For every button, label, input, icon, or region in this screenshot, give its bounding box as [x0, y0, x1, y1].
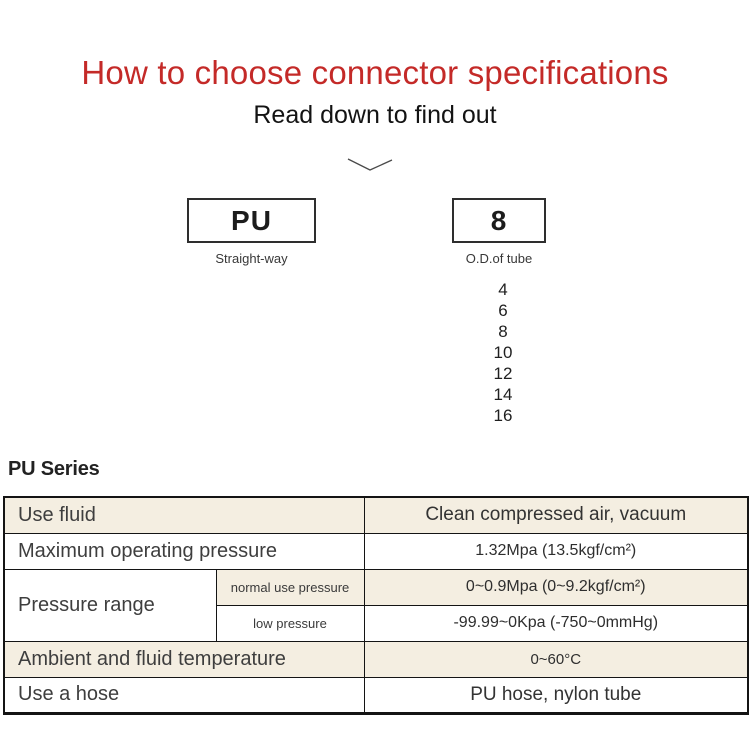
size-option: 4: [498, 280, 508, 299]
size-option: 16: [493, 406, 513, 425]
tube-size-box: 8: [452, 198, 546, 243]
tube-size-label: O.D.of tube: [465, 251, 533, 266]
table-row: Maximum operating pressure 1.32Mpa (13.5…: [3, 532, 749, 570]
size-option: 10: [493, 343, 513, 362]
spec-label-use-fluid: Use fluid: [3, 496, 365, 534]
spec-label-temperature: Ambient and fluid temperature: [3, 640, 365, 678]
table-row: Use a hose PU hose, nylon tube: [3, 676, 749, 714]
chevron-down-icon: [347, 158, 393, 171]
page-title: How to choose connector specifications: [81, 54, 669, 91]
spec-sublabel-normal-pressure: normal use pressure: [215, 568, 365, 606]
size-option: 8: [498, 322, 508, 341]
model-code-box: PU: [187, 198, 316, 243]
table-row: Ambient and fluid temperature 0~60°C: [3, 640, 749, 678]
table-row: Pressure range normal use pressure 0~0.9…: [3, 568, 749, 642]
tube-size-options: 4 6 8 10 12 14 16: [453, 279, 553, 426]
spec-label-hose: Use a hose: [3, 676, 365, 714]
tube-size-code: 8: [490, 204, 508, 236]
spec-value-max-pressure: 1.32Mpa (13.5kgf/cm²): [363, 532, 749, 570]
spec-sublabel-low-pressure: low pressure: [215, 604, 365, 642]
table-row: Use fluid Clean compressed air, vacuum: [3, 496, 749, 534]
model-code: PU: [231, 204, 272, 236]
spec-label-pressure-range: Pressure range: [3, 568, 217, 642]
model-code-label: Straight-way: [215, 251, 288, 266]
series-heading: PU Series: [8, 458, 100, 480]
table-row: low pressure -99.99~0Kpa (-750~0mmHg): [4, 604, 749, 642]
spec-table: Use fluid Clean compressed air, vacuum M…: [3, 496, 749, 715]
spec-value-normal-pressure: 0~0.9Mpa (0~9.2kgf/cm²): [363, 568, 749, 606]
spec-value-low-pressure: -99.99~0Kpa (-750~0mmHg): [363, 604, 749, 642]
size-option: 6: [498, 301, 508, 320]
size-option: 14: [493, 385, 513, 404]
size-option: 12: [493, 364, 513, 383]
spec-value-use-fluid: Clean compressed air, vacuum: [363, 496, 749, 534]
page-subtitle: Read down to find out: [253, 101, 497, 129]
spec-value-temperature: 0~60°C: [363, 640, 749, 678]
spec-label-max-pressure: Maximum operating pressure: [3, 532, 365, 570]
spec-value-hose: PU hose, nylon tube: [363, 676, 749, 714]
